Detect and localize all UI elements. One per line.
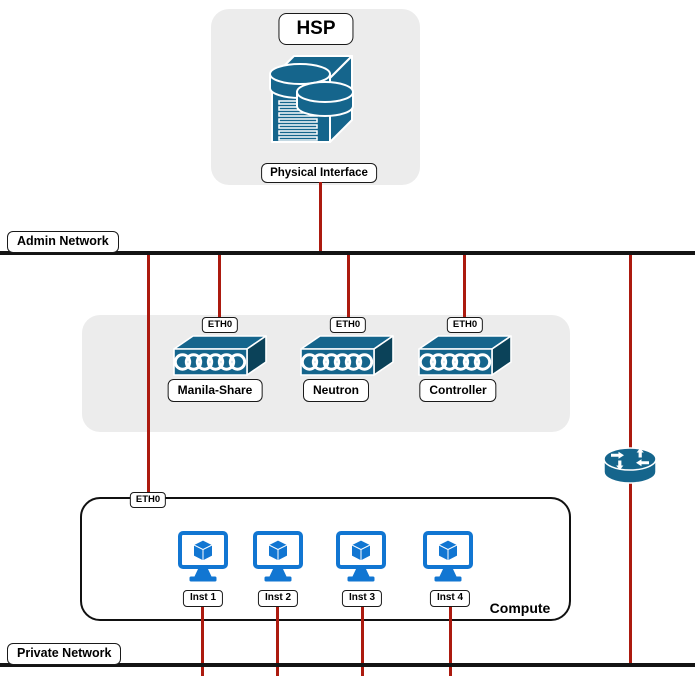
instance-label-1: Inst 1 xyxy=(182,590,224,607)
private-network-label: Private Network xyxy=(7,643,122,665)
storage-server-icon xyxy=(269,55,354,143)
admin-network-bus xyxy=(0,251,695,255)
eth0-label-neutron: ETH0 xyxy=(329,317,367,333)
switch-icon-neutron xyxy=(300,335,394,376)
link-inst4-private xyxy=(448,604,452,676)
hsp-label: HSP xyxy=(278,13,354,45)
compute-eth0-label: ETH0 xyxy=(129,492,167,508)
compute-label: Compute xyxy=(489,600,551,616)
eth0-label-manila: ETH0 xyxy=(201,317,239,333)
node-label-manila: Manila-Share xyxy=(167,379,263,402)
switch-icon-manila xyxy=(173,335,267,376)
instance-label-3: Inst 3 xyxy=(341,590,383,607)
admin-network-label: Admin Network xyxy=(7,231,119,253)
link-admin-manila xyxy=(217,255,221,320)
link-inst3-private xyxy=(360,604,364,676)
instance-icon-4 xyxy=(423,531,473,582)
router-icon xyxy=(603,447,657,484)
node-label-neutron: Neutron xyxy=(303,379,369,402)
link-admin-neutron xyxy=(346,255,350,320)
physical-interface-label: Physical Interface xyxy=(261,163,377,184)
instance-icon-3 xyxy=(336,531,386,582)
compute-box xyxy=(80,497,571,621)
link-inst2-private xyxy=(275,604,279,676)
link-admin-controller xyxy=(462,255,466,320)
link-inst1-private xyxy=(200,604,204,676)
switch-icon-controller xyxy=(418,335,512,376)
eth0-label-controller: ETH0 xyxy=(446,317,484,333)
link-hsp-admin xyxy=(318,182,322,252)
instance-icon-1 xyxy=(178,531,228,582)
node-label-controller: Controller xyxy=(419,379,497,402)
instance-icon-2 xyxy=(253,531,303,582)
private-network-bus xyxy=(0,663,695,667)
instance-label-2: Inst 2 xyxy=(257,590,299,607)
instance-label-4: Inst 4 xyxy=(429,590,471,607)
link-admin-compute xyxy=(146,255,150,497)
